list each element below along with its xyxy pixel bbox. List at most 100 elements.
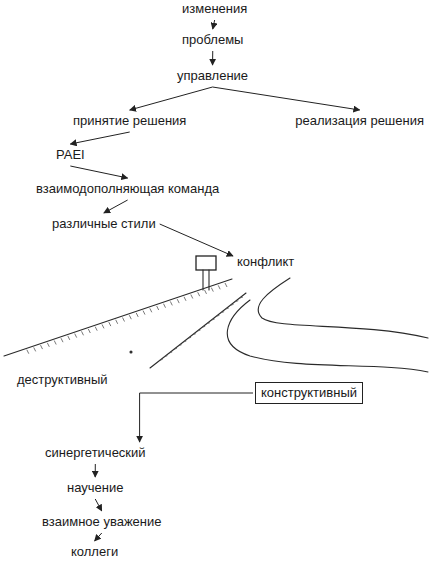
term-text: коллеги [71, 544, 118, 560]
hatch-stroke [226, 308, 229, 309]
hatch-stroke [54, 341, 56, 345]
hatch-stroke [174, 348, 177, 349]
term-text: конструктивный [261, 385, 357, 401]
hatch-stroke [27, 350, 29, 354]
hatch-stroke [169, 352, 172, 353]
hatch-stroke [221, 312, 224, 313]
arrow-connector [140, 393, 253, 442]
signpost-board [196, 256, 216, 270]
hatch-stroke [129, 315, 131, 319]
hatch-stroke [240, 297, 243, 298]
hatch-stroke [184, 297, 186, 301]
hatch-stroke [177, 299, 179, 303]
term-text: принятие решения [73, 113, 186, 129]
hatch-stroke [191, 295, 193, 299]
hatch-stroke [170, 301, 172, 305]
term-label: научение [65, 479, 125, 497]
term-text: научение [67, 480, 123, 496]
term-text: изменения [182, 1, 247, 17]
term-text: взаимное уважение [42, 514, 162, 530]
term-label: коллеги [69, 543, 120, 561]
term-text: реализация решения [295, 113, 424, 129]
hatch-stroke [123, 318, 125, 322]
term-label: взаимное уважение [40, 513, 164, 531]
road-edge [4, 279, 232, 356]
road-hatching [27, 283, 243, 360]
hatch-stroke [102, 324, 104, 328]
hatch-stroke [150, 308, 152, 312]
road-dot [130, 351, 132, 353]
term-label: изменения [180, 0, 249, 18]
hatch-stroke [143, 311, 145, 315]
term-label: различные стили [50, 215, 158, 233]
arrow-connector [95, 464, 96, 477]
term-label: принятие решения [71, 112, 188, 130]
term-text: конфликт [237, 254, 294, 270]
outlined-term: конструктивный [255, 382, 363, 404]
hatch-stroke [136, 313, 138, 317]
term-label: конфликт [235, 253, 296, 271]
term-label: управление [175, 67, 250, 85]
hatch-stroke [218, 285, 220, 289]
hatch-stroke [41, 345, 43, 349]
hatch-stroke [47, 343, 49, 347]
term-label: проблемы [180, 31, 245, 49]
hatch-stroke [164, 356, 167, 357]
hatch-stroke [183, 341, 186, 342]
hatch-stroke [116, 320, 118, 324]
road-edge [150, 293, 246, 368]
arrow-connector [70, 132, 129, 144]
term-text: PAEI [56, 147, 85, 163]
term-label: PAEI [54, 146, 87, 164]
arrow-connector [130, 87, 213, 110]
hatch-stroke [164, 304, 166, 308]
term-text: синергетический [45, 445, 146, 461]
arrow-connector [160, 224, 233, 256]
hatch-stroke [212, 319, 215, 320]
hatch-stroke [216, 315, 219, 316]
hatch-stroke [82, 331, 84, 335]
hatch-stroke [198, 292, 200, 296]
hatch-stroke [68, 336, 70, 340]
arrow-connector [104, 200, 128, 213]
term-text: различные стили [52, 216, 156, 232]
road-edge [227, 300, 428, 372]
term-label: синергетический [43, 444, 148, 462]
hatch-stroke [61, 338, 63, 342]
arrow-connector [70, 166, 127, 178]
term-text: управление [177, 68, 248, 84]
hatch-stroke [211, 288, 213, 292]
term-text: деструктивный [17, 372, 108, 388]
term-text: взаимодополняющая команда [36, 181, 219, 197]
term-text: проблемы [182, 32, 243, 48]
arrow-connector [95, 499, 102, 511]
term-label: реализация решения [293, 112, 426, 130]
hatch-stroke [235, 301, 238, 302]
hatch-stroke [202, 326, 205, 327]
arrow-connector [213, 87, 360, 110]
arrow-connector [212, 51, 213, 65]
term-label: деструктивный [15, 371, 110, 389]
hatch-stroke [75, 334, 77, 338]
hatch-stroke [88, 329, 90, 333]
hatch-stroke [109, 322, 111, 326]
hatch-stroke [95, 327, 97, 331]
hatch-stroke [179, 345, 182, 346]
term-label: взаимодополняющая команда [34, 180, 221, 198]
hatch-stroke [225, 283, 227, 287]
hatch-stroke [157, 306, 159, 310]
road-edge [258, 278, 428, 338]
hatch-stroke [188, 337, 191, 338]
arrow-connector [95, 533, 102, 541]
arrow-connector [213, 20, 215, 29]
hatch-stroke [231, 304, 234, 305]
hatch-stroke [160, 359, 163, 360]
hatch-stroke [34, 347, 36, 351]
hatch-stroke [207, 323, 210, 324]
hatch-stroke [198, 330, 201, 331]
signpost-pole [203, 270, 209, 290]
hatch-stroke [205, 290, 207, 294]
hatch-stroke [193, 334, 196, 335]
